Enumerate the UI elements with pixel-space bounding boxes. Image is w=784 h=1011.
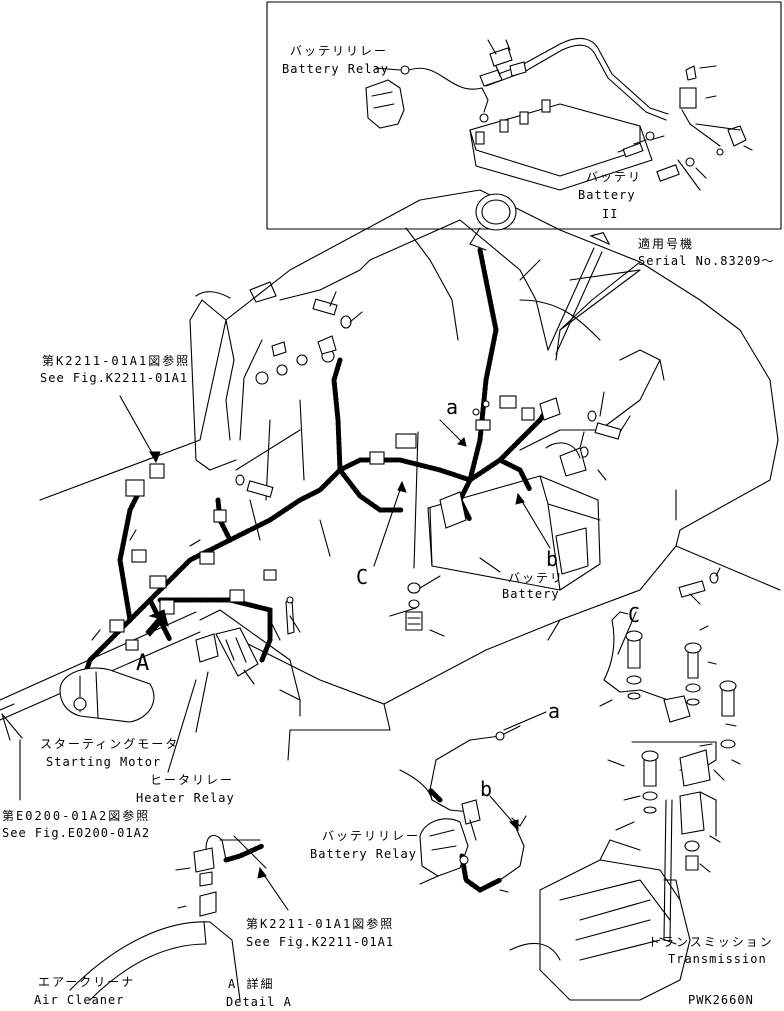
- callout-b-lower: b: [480, 777, 492, 801]
- inset-pointer-arrow: [547, 232, 611, 355]
- battery-main-jp: バッテリ: [508, 571, 564, 585]
- ref-k2211-bottom-jp: 第K2211-01A1図参照: [246, 916, 394, 931]
- leader-lines: [1, 291, 741, 945]
- air-cleaner-jp: エアークリーナ: [38, 975, 135, 989]
- ref-k2211-top-en: See Fig.K2211-01A1: [40, 371, 188, 385]
- components: [59, 193, 719, 723]
- heater-relay-jp: ヒータリレー: [150, 773, 234, 787]
- inset-equals-mark: II: [602, 207, 618, 221]
- machine-frame: [0, 189, 781, 761]
- serial-jp: 適用号機: [638, 236, 694, 251]
- battery-inset-jp: バッテリ: [586, 170, 642, 184]
- callout-c-left: C: [356, 565, 368, 589]
- battery-inset-en: Battery: [578, 188, 636, 202]
- battery-relay-inset-en: Battery Relay: [282, 62, 389, 76]
- starting-motor-jp: スターティングモータ: [40, 737, 179, 751]
- heater-relay-en: Heater Relay: [136, 791, 235, 805]
- callout-a-upper: a: [446, 395, 458, 419]
- battery-relay-lower-jp: バッテリリレー: [322, 829, 420, 843]
- ref-k2211-bottom-en: See Fig.K2211-01A1: [246, 935, 394, 949]
- view-a-marker: A: [136, 651, 149, 676]
- battery-main-en: Battery: [502, 587, 560, 601]
- air-cleaner-en: Air Cleaner: [34, 993, 124, 1007]
- ref-e0200-en: See Fig.E0200-01A2: [2, 826, 150, 840]
- transmission-jp: トランスミッション: [648, 935, 774, 949]
- serial-en: Serial No.83209～: [638, 254, 774, 268]
- callout-a-lower: a: [548, 699, 560, 723]
- detail-a-en: Detail A: [226, 995, 292, 1009]
- callout-c-right: C: [628, 603, 640, 627]
- transmission-en: Transmission: [668, 952, 767, 966]
- battery-relay-lower-en: Battery Relay: [310, 847, 417, 861]
- battery-relay-inset-jp: バッテリリレー: [290, 44, 388, 58]
- starting-motor-en: Starting Motor: [46, 755, 161, 769]
- drawing-code: PWK2660N: [688, 993, 754, 1007]
- bottom-middle-detail: [399, 725, 527, 893]
- bottom-right-detail: [509, 611, 737, 1001]
- detail-a-jp: A 詳細: [228, 976, 274, 991]
- ref-e0200-jp: 第E0200-01A2図参照: [2, 808, 150, 823]
- callout-b-upper: b: [546, 547, 558, 571]
- inset-battery-relay-detail: [266, 1, 782, 230]
- ref-k2211-top-jp: 第K2211-01A1図参照: [42, 353, 190, 368]
- detail-a: [69, 834, 267, 1001]
